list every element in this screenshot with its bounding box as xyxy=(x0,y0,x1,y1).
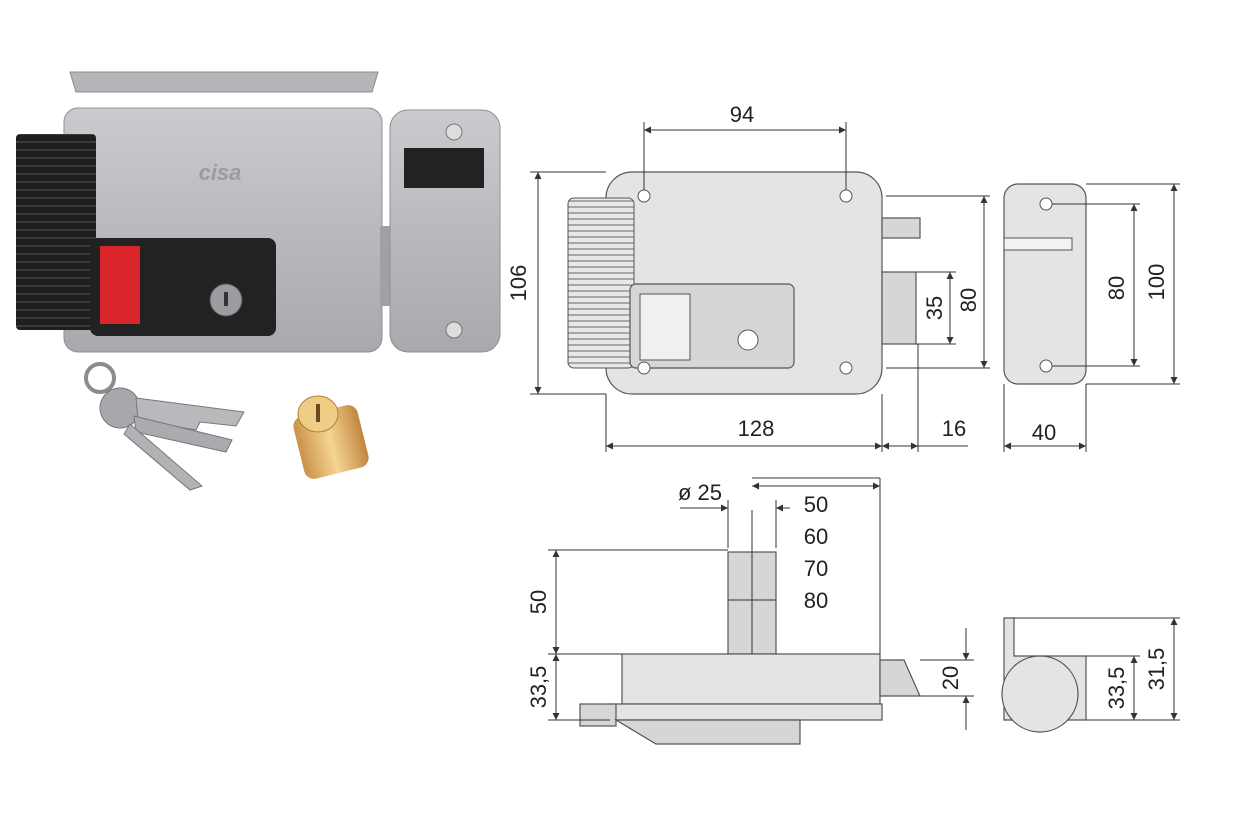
bolt-outline xyxy=(881,271,917,345)
release-button xyxy=(100,246,140,324)
cyl-length-50: 50 xyxy=(804,492,828,517)
dim-20-label: 20 xyxy=(938,666,963,690)
dim-31-5-label: 31,5 xyxy=(1144,648,1169,691)
fixing-hole xyxy=(839,189,853,203)
dim-diameter-label: ø 25 xyxy=(678,480,722,505)
dim-16-label: 16 xyxy=(942,416,966,441)
screw-icon xyxy=(445,123,463,141)
front-view-drawing: 94 106 35 80 80 100 128 16 40 xyxy=(506,102,1180,452)
screw-icon xyxy=(445,321,463,339)
lock-base-side xyxy=(609,703,883,721)
latch-outline xyxy=(881,217,921,239)
latch-side xyxy=(879,659,921,697)
dim-100-label: 100 xyxy=(1144,264,1169,301)
keeper-latch xyxy=(404,148,484,188)
handle-outline xyxy=(567,197,635,369)
dim-40-label: 40 xyxy=(1032,420,1056,445)
cyl-length-70: 70 xyxy=(804,556,828,581)
lock-case-side xyxy=(621,653,881,705)
keys-photo xyxy=(84,362,245,491)
handle-lever-side xyxy=(613,719,801,745)
fixing-hole xyxy=(1039,359,1053,373)
handle-side xyxy=(579,703,617,727)
fixing-hole xyxy=(637,189,651,203)
key-blade xyxy=(123,423,203,491)
cylinder-length-list: 50 60 70 80 xyxy=(804,492,828,613)
dim-33-5-label: 33,5 xyxy=(526,666,551,709)
dim-94-label: 94 xyxy=(730,102,754,127)
dim-80-label: 80 xyxy=(956,288,981,312)
pull-handle xyxy=(16,134,96,330)
key-blade xyxy=(133,415,233,453)
keyhole xyxy=(224,292,228,306)
button-outline xyxy=(639,293,691,361)
keeper-slot xyxy=(1003,237,1073,251)
dim-35-label: 35 xyxy=(922,296,947,320)
key-ring xyxy=(84,362,116,394)
brass-cylinder-photo xyxy=(293,395,369,479)
dim-50-label: 50 xyxy=(526,590,551,614)
keyhole-outline xyxy=(737,329,759,351)
cyl-length-80: 80 xyxy=(804,588,828,613)
cyl-length-60: 60 xyxy=(804,524,828,549)
dim-106-label: 106 xyxy=(506,265,531,302)
fixing-hole xyxy=(637,361,651,375)
brand-logo: cisa xyxy=(199,160,242,185)
keyhole xyxy=(316,404,320,422)
lock-top-cover xyxy=(69,71,379,93)
fixing-hole xyxy=(839,361,853,375)
lock-photo: cisa xyxy=(16,71,501,353)
keeper-box xyxy=(389,109,501,353)
side-view-drawing: ø 25 50 60 70 80 50 33,5 20 33,5 31,5 xyxy=(526,477,1180,745)
keeper-roller xyxy=(1001,655,1079,733)
key-head xyxy=(99,387,141,429)
fixing-hole xyxy=(1039,197,1053,211)
dim-80-keeper-label: 80 xyxy=(1104,276,1129,300)
dim-128-label: 128 xyxy=(738,416,775,441)
keeper-outline xyxy=(1003,183,1087,385)
dim-33-5-keeper-label: 33,5 xyxy=(1104,667,1129,710)
